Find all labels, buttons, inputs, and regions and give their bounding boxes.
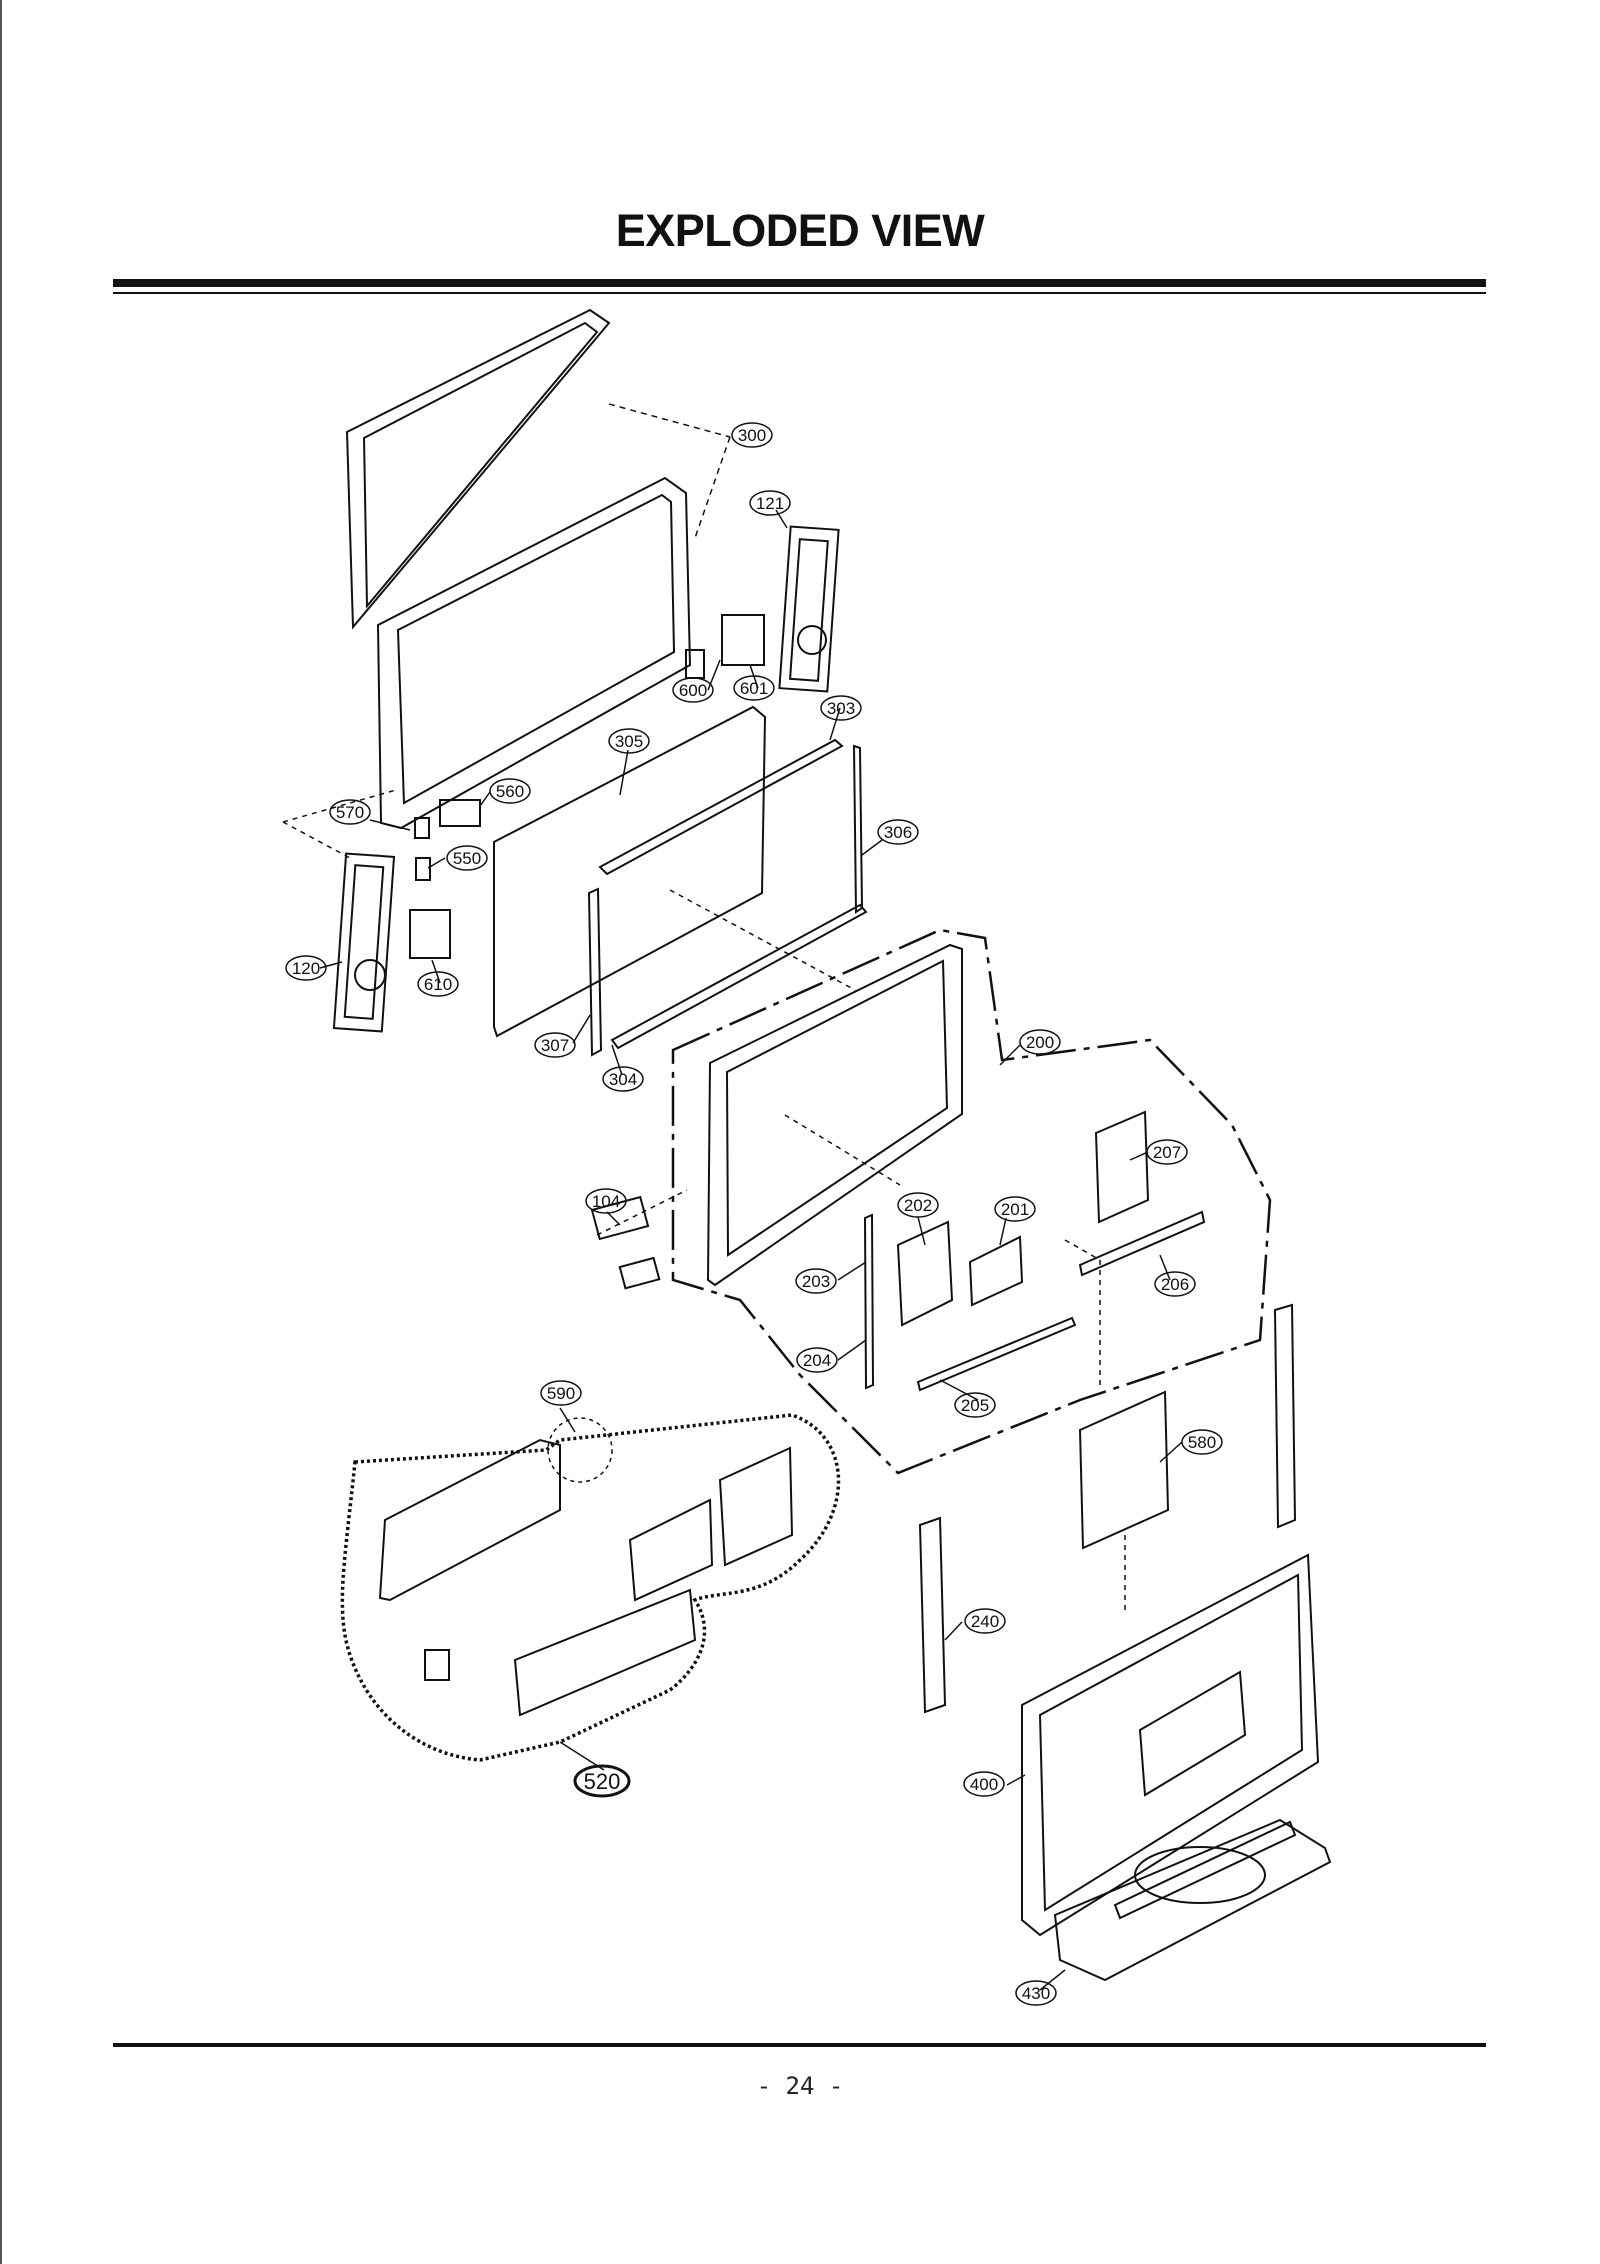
callout-121: 121: [749, 490, 791, 516]
callout-610: 610: [417, 971, 459, 997]
callout-label: 305: [615, 732, 643, 751]
callout-label: 610: [424, 975, 452, 994]
panel-brackets: [587, 738, 868, 1057]
callout-label: 200: [1026, 1033, 1054, 1052]
callout-label: 303: [827, 699, 855, 718]
callout-label: 550: [453, 849, 481, 868]
title-rule-thick: [113, 279, 1486, 287]
callout-label: 120: [292, 959, 320, 978]
page-number: - 24 -: [756, 2072, 844, 2100]
callout-205: 205: [954, 1392, 996, 1418]
callout-label: 560: [496, 782, 524, 801]
callout-label: 204: [803, 1351, 831, 1370]
callout-520: 520: [573, 1764, 631, 1798]
callout-label: 201: [1001, 1200, 1029, 1219]
callout-label: 600: [679, 681, 707, 700]
callout-label: 590: [547, 1384, 575, 1403]
plasma-panel: [493, 705, 767, 1038]
speaker-left: [332, 852, 396, 1033]
callout-200: 200: [1019, 1029, 1061, 1055]
callout-label: 121: [756, 494, 784, 513]
small-boards: [409, 614, 765, 959]
callout-label: 520: [584, 1769, 621, 1794]
callout-label: 580: [1188, 1433, 1216, 1452]
callout-label: 306: [884, 823, 912, 842]
callout-label: 240: [971, 1612, 999, 1631]
callout-label: 300: [738, 426, 766, 445]
footer-rule: [113, 2043, 1486, 2047]
callout-206: 206: [1154, 1271, 1196, 1297]
callout-leaders: [319, 509, 1183, 1991]
callout-560: 560: [489, 778, 531, 804]
callout-201: 201: [994, 1196, 1036, 1222]
callout-240: 240: [964, 1608, 1006, 1634]
callout-207: 207: [1146, 1139, 1188, 1165]
callout-label: 400: [970, 1775, 998, 1794]
callout-204: 204: [796, 1347, 838, 1373]
callout-304: 304: [602, 1066, 644, 1092]
callout-label: 307: [541, 1036, 569, 1055]
callout-570: 570: [329, 799, 371, 825]
callout-590: 590: [540, 1380, 582, 1406]
callout-600: 600: [672, 677, 714, 703]
callout-label: 206: [1161, 1275, 1189, 1294]
callout-label: 570: [336, 803, 364, 822]
callout-550: 550: [446, 845, 488, 871]
front-cabinet: [376, 476, 692, 830]
stand-base: [1053, 1818, 1332, 1982]
callout-label: 430: [1022, 1984, 1050, 2003]
callout-307: 307: [534, 1032, 576, 1058]
leader-lines-300: [608, 403, 731, 539]
callout-104: 104: [585, 1188, 627, 1214]
chassis-frame: [706, 943, 963, 1287]
pcb-boards: [863, 1110, 1206, 1550]
callout-430: 430: [1015, 1980, 1057, 2006]
main-board-group-outline: [340, 1413, 841, 1762]
page-title: EXPLODED VIEW: [615, 205, 985, 256]
bracket-104: [590, 1195, 661, 1290]
callout-305: 305: [608, 728, 650, 754]
callout-306: 306: [877, 819, 919, 845]
callout-120: 120: [285, 955, 327, 981]
callout-label: 207: [1153, 1143, 1181, 1162]
callout-label: 203: [802, 1272, 830, 1291]
callout-203: 203: [795, 1268, 837, 1294]
callout-label: 601: [740, 679, 768, 698]
callout-label: 104: [592, 1192, 620, 1211]
page-border: [0, 0, 2, 2264]
callout-601: 601: [733, 675, 775, 701]
callout-580: 580: [1181, 1429, 1223, 1455]
chassis-group-outline: [671, 928, 1272, 1475]
side-brackets: [918, 1303, 1297, 1714]
callout-202: 202: [897, 1192, 939, 1218]
speaker-right: [778, 525, 840, 693]
callout-label: 205: [961, 1396, 989, 1415]
callout-label: 202: [904, 1196, 932, 1215]
callout-303: 303: [820, 695, 862, 721]
front-filter-glass: [345, 308, 611, 630]
title-rule-thin: [113, 292, 1486, 294]
callout-label: 304: [609, 1070, 637, 1089]
connector-590-circle: [547, 1417, 613, 1483]
callout-300: 300: [731, 422, 773, 448]
callout-400: 400: [963, 1771, 1005, 1797]
main-board-parts: [378, 1438, 794, 1717]
